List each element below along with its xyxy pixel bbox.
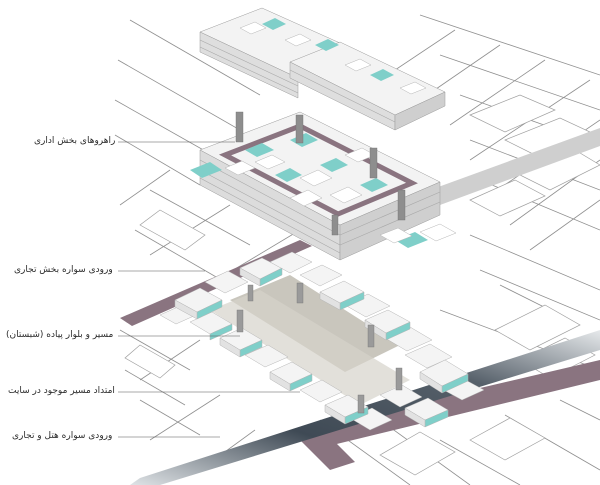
office-block: [199, 7, 446, 131]
label-commercial-entrance: ورودی سواره بخش تجاری: [14, 265, 113, 275]
ground-blocks: [159, 251, 485, 431]
label-hotel-entrance: ورودی سواره هتل و تجاری: [12, 431, 113, 441]
label-existing-path: امتداد مسیر موجود در سایت: [8, 386, 115, 396]
label-admin-corridors: راهروهای بخش اداری: [34, 136, 116, 146]
annotation-leaders: [118, 141, 300, 438]
ground-plaza: [210, 275, 410, 405]
podium-cores: [235, 111, 406, 236]
ground-cores: [236, 282, 403, 414]
commercial-podium: [190, 111, 457, 261]
label-pedestrian-boulevard: مسیر و بلوار پیاده (شبستان): [6, 330, 114, 340]
context-blocks: [124, 94, 600, 476]
upper-right-road: [430, 128, 600, 205]
